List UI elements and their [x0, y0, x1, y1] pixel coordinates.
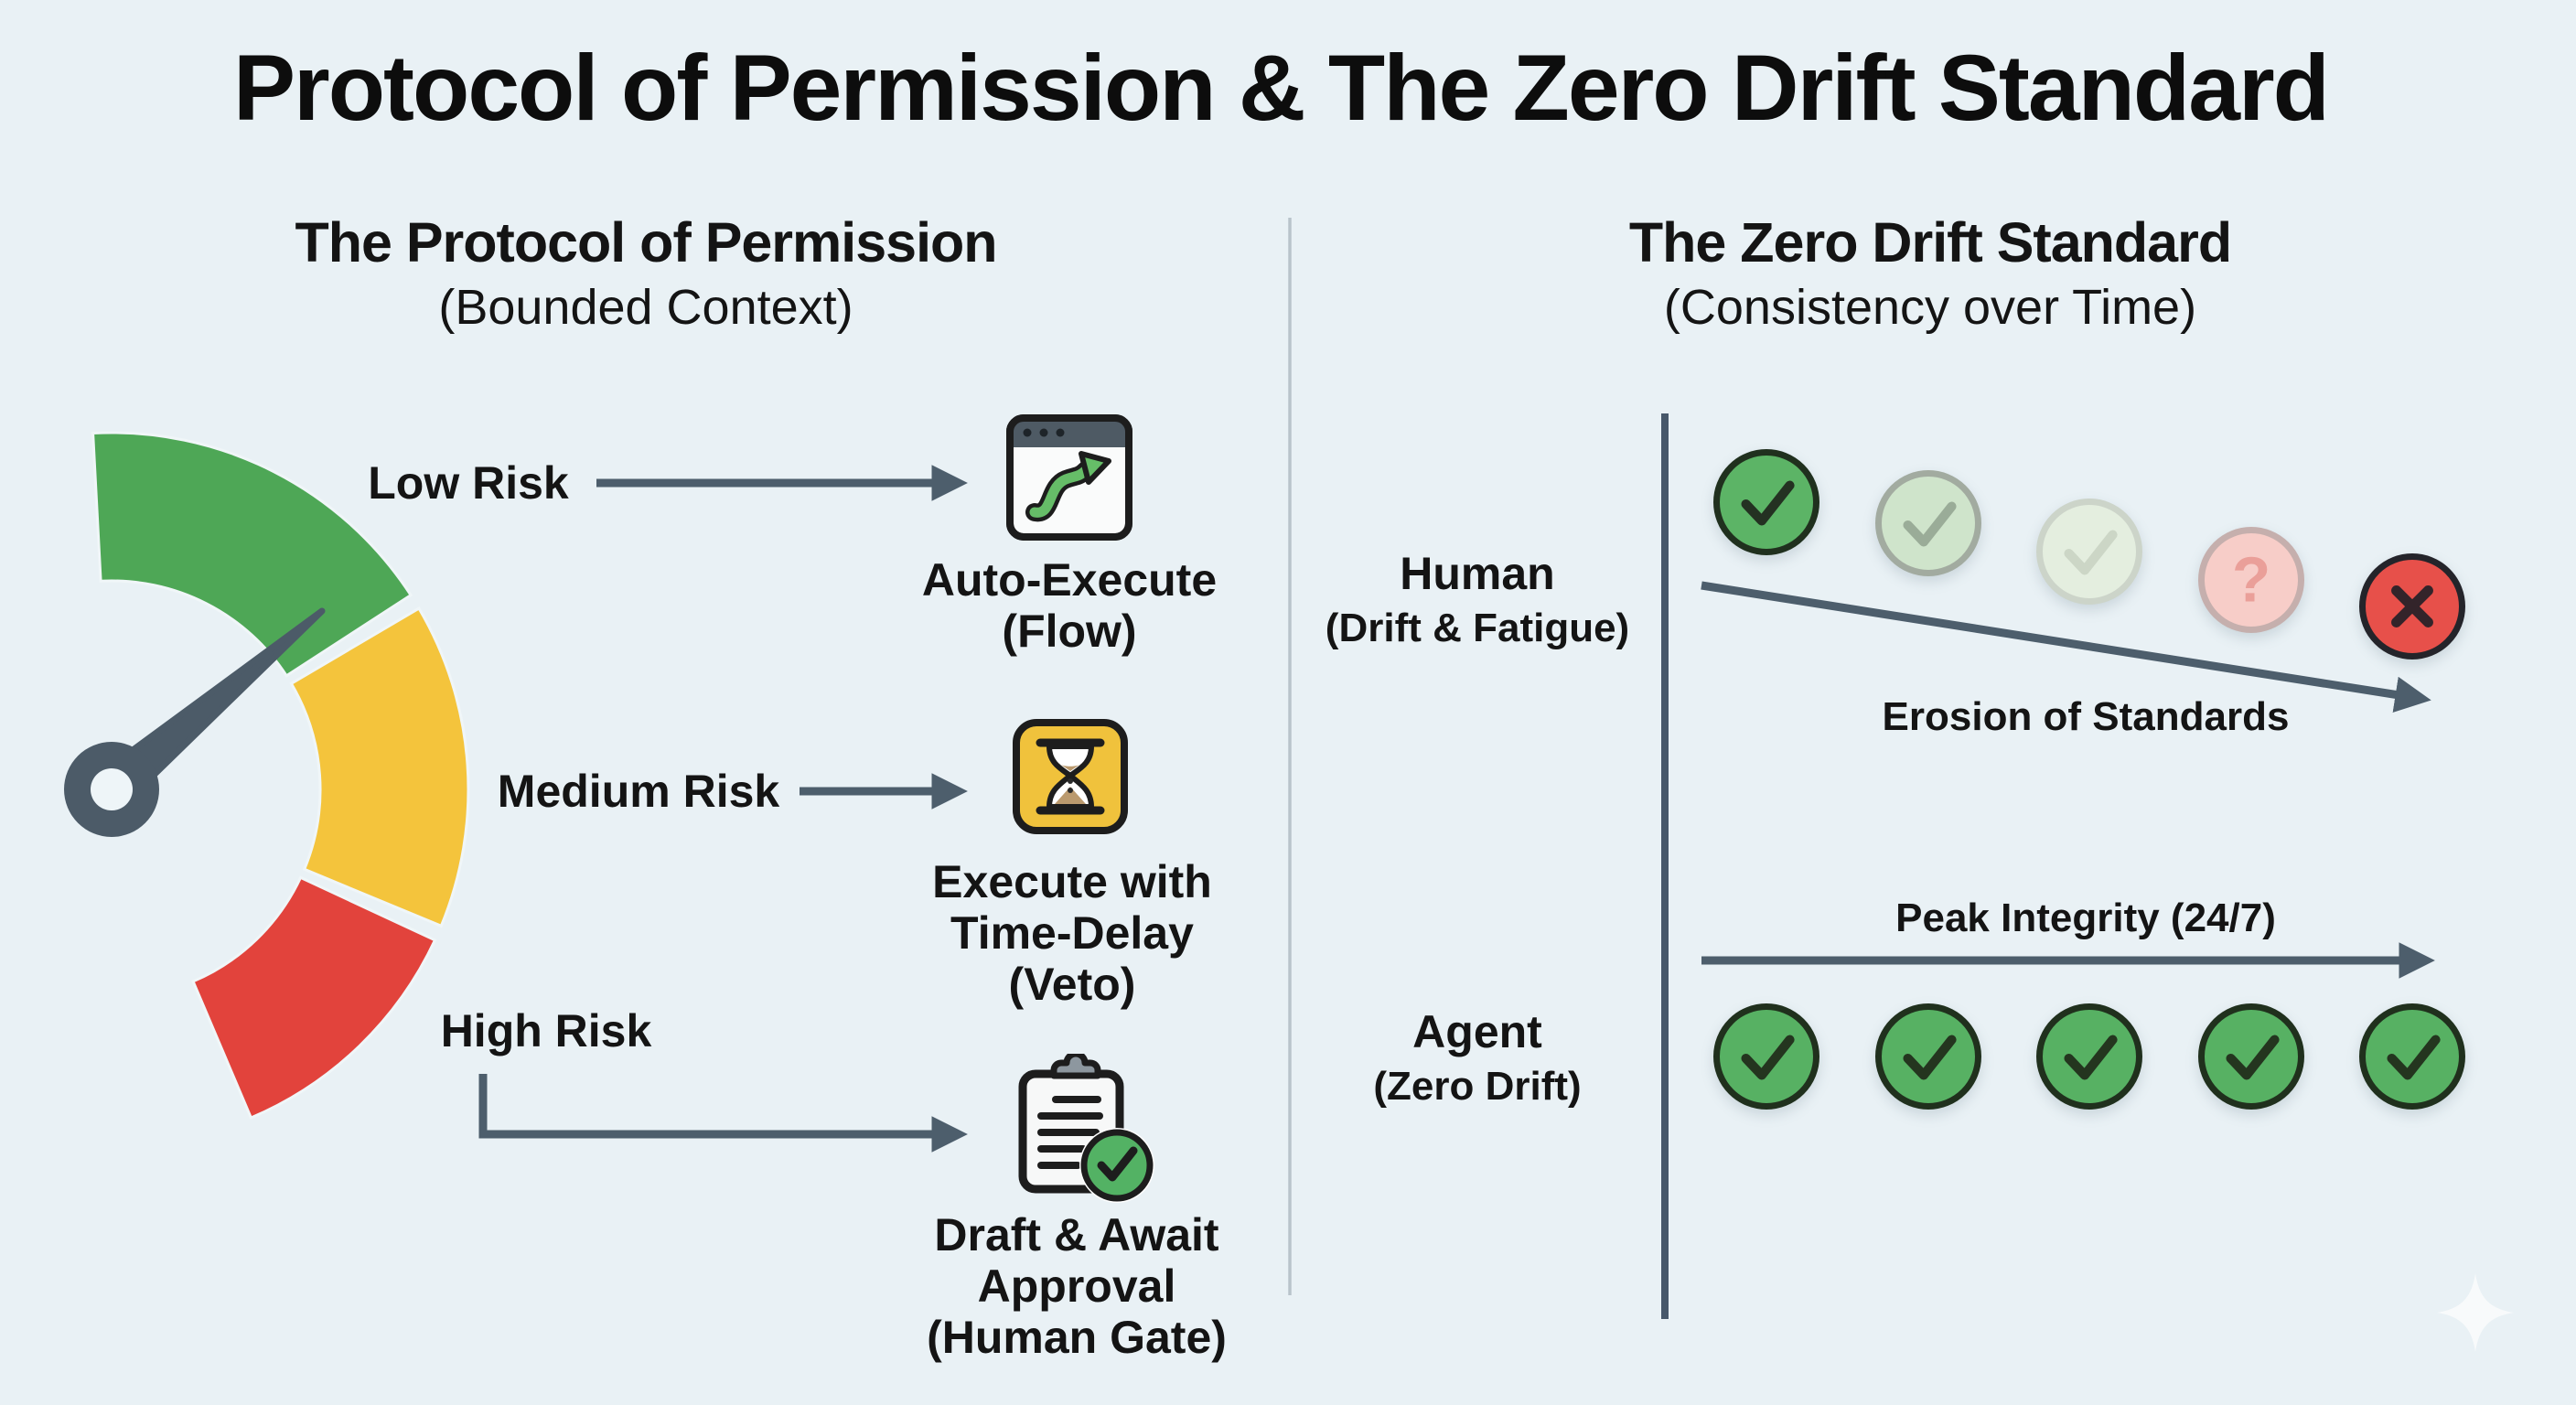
erosion-arrow-label: Erosion of Standards	[1882, 694, 2290, 739]
risk-gauge	[64, 431, 470, 1120]
left-panel-subheading: (Bounded Context)	[438, 280, 853, 335]
human-row-sublabel: (Drift & Fatigue)	[1325, 606, 1630, 650]
human-status-circle-question: ?	[2197, 527, 2304, 633]
check-icon	[2387, 1035, 2441, 1080]
human-status-circle-check	[1874, 470, 1981, 576]
human-status-circle-check	[2036, 499, 2142, 605]
agent-status-circle-check	[2197, 1003, 2304, 1110]
check-icon	[1741, 480, 1795, 526]
medium-risk-label: Medium Risk	[497, 766, 780, 817]
agent-row-sublabel: (Zero Drift)	[1373, 1064, 1582, 1109]
high-risk-label: High Risk	[440, 1005, 652, 1056]
check-icon	[2064, 530, 2118, 575]
right-panel-subheading: (Consistency over Time)	[1663, 280, 2197, 335]
agent-row-label: Agent	[1412, 1006, 1542, 1057]
auto-execute-caption: Auto-Execute (Flow)	[921, 554, 1218, 657]
low-risk-label: Low Risk	[368, 457, 569, 509]
agent-status-circle-check	[1713, 1003, 1819, 1110]
check-icon	[1741, 1035, 1795, 1080]
page-title: Protocol of Permission & The Zero Drift …	[233, 36, 2330, 140]
agent-status-circle-check	[2036, 1003, 2142, 1110]
sparkle-icon	[2437, 1273, 2514, 1352]
gauge-segment-high	[191, 875, 437, 1120]
erosion-arrow	[1701, 581, 2431, 713]
await-approval-caption: Draft & Await Approval (Human Gate)	[927, 1209, 1227, 1363]
clipboard-check-icon	[1014, 1050, 1160, 1204]
question-icon: ?	[2231, 543, 2270, 615]
check-icon	[2064, 1035, 2118, 1080]
check-icon	[1902, 501, 1957, 547]
check-icon	[1902, 1035, 1957, 1080]
time-delay-caption: Execute with Time-Delay (Veto)	[932, 856, 1212, 1010]
gauge-segment-medium	[289, 606, 470, 928]
gauge-needle	[64, 607, 326, 837]
left-panel-heading: The Protocol of Permission	[295, 211, 997, 273]
check-icon	[2225, 1035, 2280, 1080]
agent-status-circle-check	[2359, 1003, 2465, 1110]
high-risk-elbow-arrow	[478, 1074, 968, 1153]
gauge-segment-low	[91, 431, 413, 678]
human-status-circle-cross	[2359, 553, 2465, 660]
agent-status-circle-check	[1874, 1003, 1981, 1110]
human-row-label: Human	[1400, 548, 1555, 599]
right-panel-heading: The Zero Drift Standard	[1628, 211, 2232, 273]
browser-flow-icon	[1005, 413, 1133, 542]
hourglass-icon	[1013, 719, 1128, 834]
human-status-circle-check	[1713, 449, 1819, 555]
cross-icon	[2391, 585, 2433, 627]
peak-integrity-arrow-label: Peak Integrity (24/7)	[1895, 896, 2276, 940]
